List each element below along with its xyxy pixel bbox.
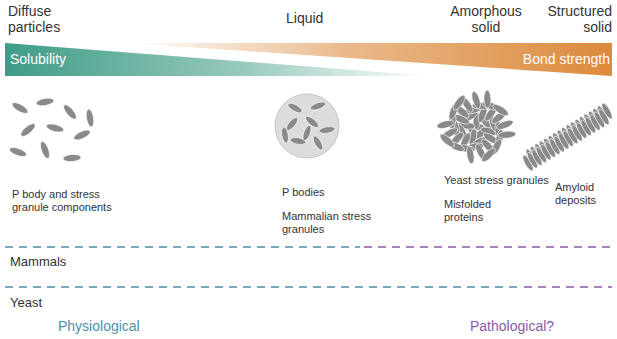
- state-heading-box: Structured solid: [526, 3, 612, 35]
- status-label-box: Physiological: [58, 318, 208, 334]
- organism-label: Yeast: [10, 295, 42, 310]
- protein-particle: [311, 134, 325, 151]
- state-heading-box: Liquid: [286, 10, 346, 26]
- protein-particle: [319, 125, 336, 134]
- protein-particle: [8, 146, 27, 159]
- organism-label-box: Yeast: [10, 296, 110, 311]
- state-heading-box: Amorphous solid: [436, 3, 536, 35]
- example-label-box: Yeast stress granules: [444, 174, 564, 187]
- amyloid-fibril: [521, 102, 614, 173]
- yeast-pathological-line: [524, 286, 612, 288]
- gradient-label-box: Solubility: [10, 51, 130, 67]
- protein-particle: [436, 119, 455, 130]
- protein-particle: [36, 97, 55, 107]
- status-label-box: Pathological?: [470, 318, 610, 334]
- gradient-label-box: Bond strength: [470, 51, 610, 67]
- organism-label: Mammals: [10, 254, 66, 269]
- protein-particle: [72, 128, 91, 142]
- liquid-particles: [280, 100, 335, 151]
- status-label: Physiological: [58, 318, 140, 334]
- protein-particle: [309, 100, 326, 111]
- protein-particle: [600, 102, 614, 121]
- organism-label-box: Mammals: [10, 255, 110, 270]
- liquid-droplet: [275, 94, 339, 158]
- state-heading: Structured solid: [547, 3, 612, 35]
- state-heading-box: Diffuse particles: [8, 3, 88, 35]
- gradient-label: Bond strength: [523, 51, 610, 67]
- protein-particle: [286, 101, 303, 115]
- protein-particle: [484, 90, 492, 108]
- protein-particle: [39, 140, 52, 159]
- example-label: Mammalian stress granules: [282, 210, 371, 235]
- protein-particle: [451, 93, 467, 112]
- protein-particle: [280, 127, 289, 144]
- example-label: Misfolded proteins: [444, 198, 491, 223]
- example-label: P body and stress granule components: [12, 188, 112, 213]
- state-heading: Diffuse particles: [8, 3, 60, 35]
- protein-particle: [438, 132, 456, 149]
- protein-particle: [45, 122, 64, 133]
- example-label-box: P bodies: [282, 186, 382, 199]
- yeast-physiological-line: [5, 286, 520, 288]
- example-label-box: Misfolded proteins: [444, 198, 524, 223]
- protein-particle: [491, 102, 510, 118]
- example-label-box: P body and stress granule components: [12, 188, 127, 213]
- example-label: Yeast stress granules: [444, 174, 549, 186]
- protein-particle: [465, 146, 475, 165]
- solubility-wedge: [5, 43, 430, 76]
- state-heading: Amorphous solid: [450, 3, 522, 35]
- protein-particle: [85, 109, 95, 128]
- protein-particle: [480, 146, 498, 164]
- protein-particle: [495, 118, 514, 131]
- example-label-box: Mammalian stress granules: [282, 210, 382, 235]
- status-label: Pathological?: [470, 318, 554, 334]
- diffuse-particles: [8, 97, 95, 162]
- protein-particle: [62, 103, 79, 121]
- example-label: P bodies: [282, 186, 325, 198]
- state-heading: Liquid: [286, 10, 323, 26]
- mammal-pathological-line: [364, 246, 612, 248]
- protein-particle: [470, 90, 482, 109]
- gradient-label: Solubility: [10, 51, 66, 67]
- example-label-box: Amyloid deposits: [555, 181, 613, 206]
- protein-particle: [301, 124, 312, 141]
- mammal-physiological-line: [5, 246, 360, 248]
- protein-particle: [10, 100, 29, 115]
- protein-particle: [63, 154, 82, 163]
- protein-particle: [19, 122, 37, 139]
- protein-particle: [498, 130, 517, 139]
- example-label: Amyloid deposits: [555, 181, 596, 206]
- amorphous-cluster: [436, 90, 516, 165]
